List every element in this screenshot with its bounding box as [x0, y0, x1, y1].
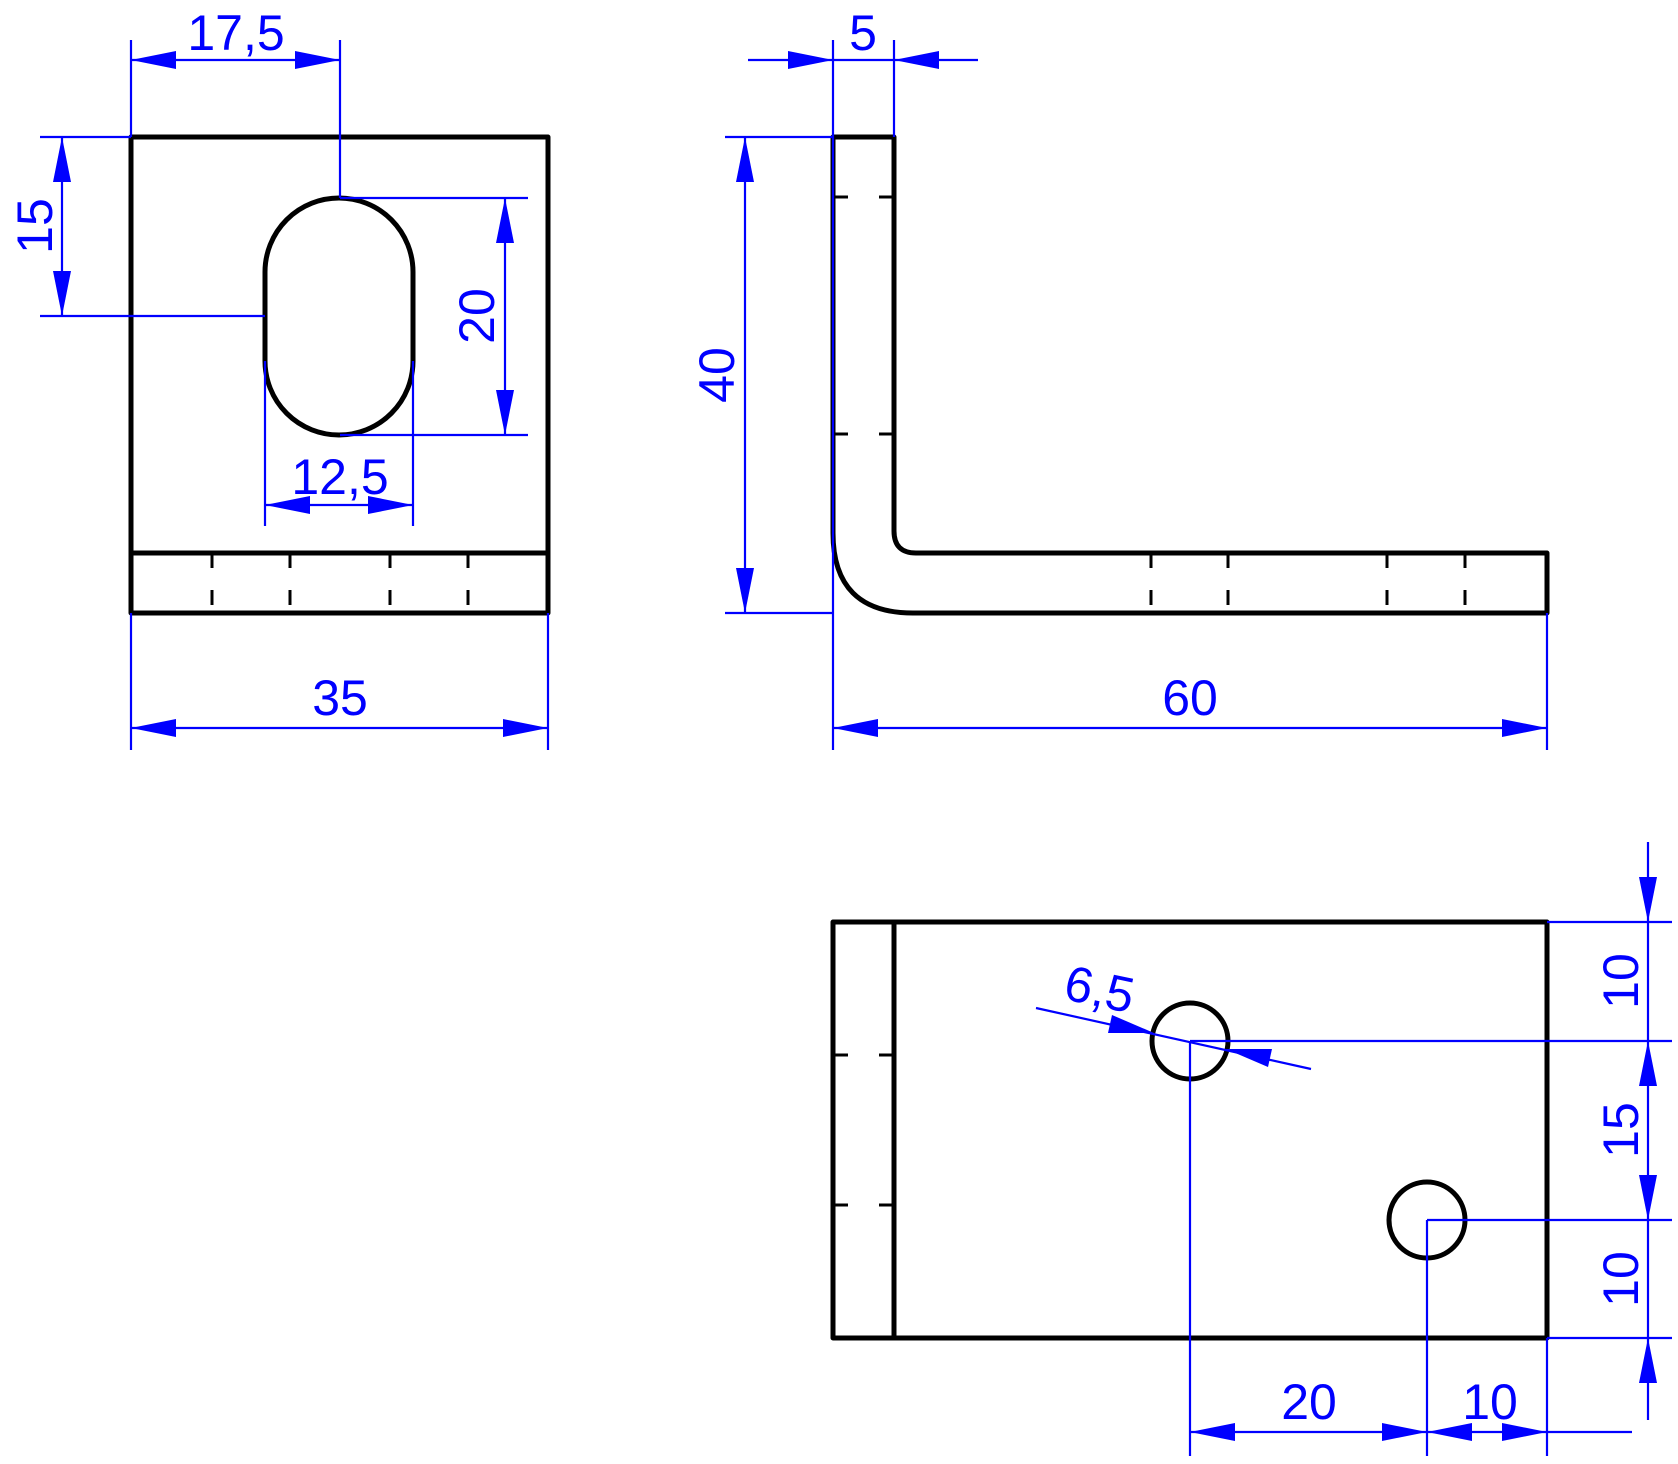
front-view-bend-ticks [210, 553, 470, 605]
dim-hole-diameter: 6,5 [1035, 955, 1312, 1071]
dim-slot-width-label: 12,5 [291, 449, 388, 505]
side-view-bend-ticks [833, 195, 1467, 605]
dim-side-height: 40 [689, 135, 833, 615]
dim-slot-height: 20 [340, 196, 528, 437]
dim-side-thickness: 5 [748, 5, 978, 137]
dim-side-thickness-label: 5 [849, 5, 877, 61]
dim-slot-center-offset-label: 17,5 [187, 5, 284, 61]
oblong-slot [262, 195, 416, 438]
dim-front-width-label: 35 [312, 670, 368, 726]
dim-top-edge-to-hole1-label: 10 [1593, 953, 1649, 1009]
dim-side-height-label: 40 [689, 347, 745, 403]
dim-slot-height-label: 20 [449, 288, 505, 344]
top-view: 6,5 10 15 10 20 10 [830, 842, 1672, 1456]
l-bracket-profile [830, 134, 1550, 616]
dim-front-width: 35 [129, 613, 550, 750]
dim-horizontal-chain: 20 10 [1188, 1041, 1632, 1456]
dim-slot-center-offset: 17,5 [129, 5, 342, 198]
dim-vertical-chain: 10 15 10 [1190, 842, 1672, 1420]
side-view: 5 40 60 [689, 5, 1550, 750]
dim-hole-spacing-horizontal-label: 20 [1281, 1374, 1337, 1430]
dim-side-length: 60 [831, 137, 1549, 750]
dim-hole-spacing-vertical-label: 15 [1593, 1102, 1649, 1158]
dim-slot-top-offset-label: 15 [7, 198, 63, 254]
dim-side-length-label: 60 [1162, 670, 1218, 726]
dim-slot-top-offset: 15 [7, 135, 265, 318]
dim-slot-width: 12,5 [263, 361, 415, 526]
top-view-bend-ticks [833, 1053, 894, 1207]
front-view: 17,5 15 20 12,5 [7, 5, 551, 750]
dim-hole-diameter-label: 6,5 [1060, 955, 1140, 1024]
dim-hole2-to-right-edge-label: 10 [1462, 1374, 1518, 1430]
front-view-outline [128, 134, 551, 616]
dim-hole2-to-bottom-edge-label: 10 [1593, 1251, 1649, 1307]
